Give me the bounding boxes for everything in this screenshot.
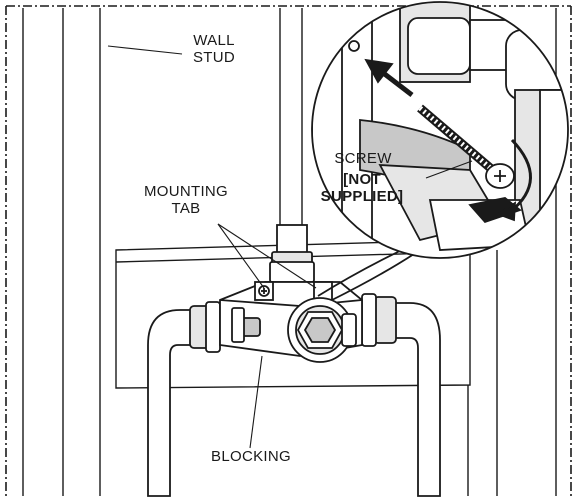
label-leaders bbox=[107, 45, 473, 449]
wall-stud-label: WALL STUD bbox=[182, 32, 246, 66]
not-supplied-label-line1: [NOT bbox=[343, 171, 381, 188]
magnified-detail bbox=[311, 1, 569, 259]
wall-stud-label-line1: WALL bbox=[193, 32, 235, 49]
wall-studs bbox=[22, 8, 557, 496]
frame-border bbox=[5, 5, 572, 496]
magnifier-leader bbox=[317, 247, 415, 301]
mounting-tab-label: MOUNTING TAB bbox=[128, 183, 244, 217]
mounting-tab-label-line2: TAB bbox=[171, 200, 201, 217]
not-supplied-label: [NOT SUPPLIED] bbox=[306, 171, 418, 205]
screw-label: SCREW bbox=[318, 150, 408, 167]
blocking-label: BLOCKING bbox=[196, 448, 306, 465]
not-supplied-label-line2: SUPPLIED] bbox=[320, 188, 404, 205]
wall-stud-label-line2: STUD bbox=[192, 49, 236, 66]
left-pipe bbox=[147, 301, 221, 497]
mounting-tab-label-line1: MOUNTING bbox=[143, 183, 229, 200]
screw-label-line1: SCREW bbox=[334, 150, 392, 167]
blocking-label-line1: BLOCKING bbox=[211, 448, 291, 465]
right-pipe bbox=[361, 293, 441, 497]
